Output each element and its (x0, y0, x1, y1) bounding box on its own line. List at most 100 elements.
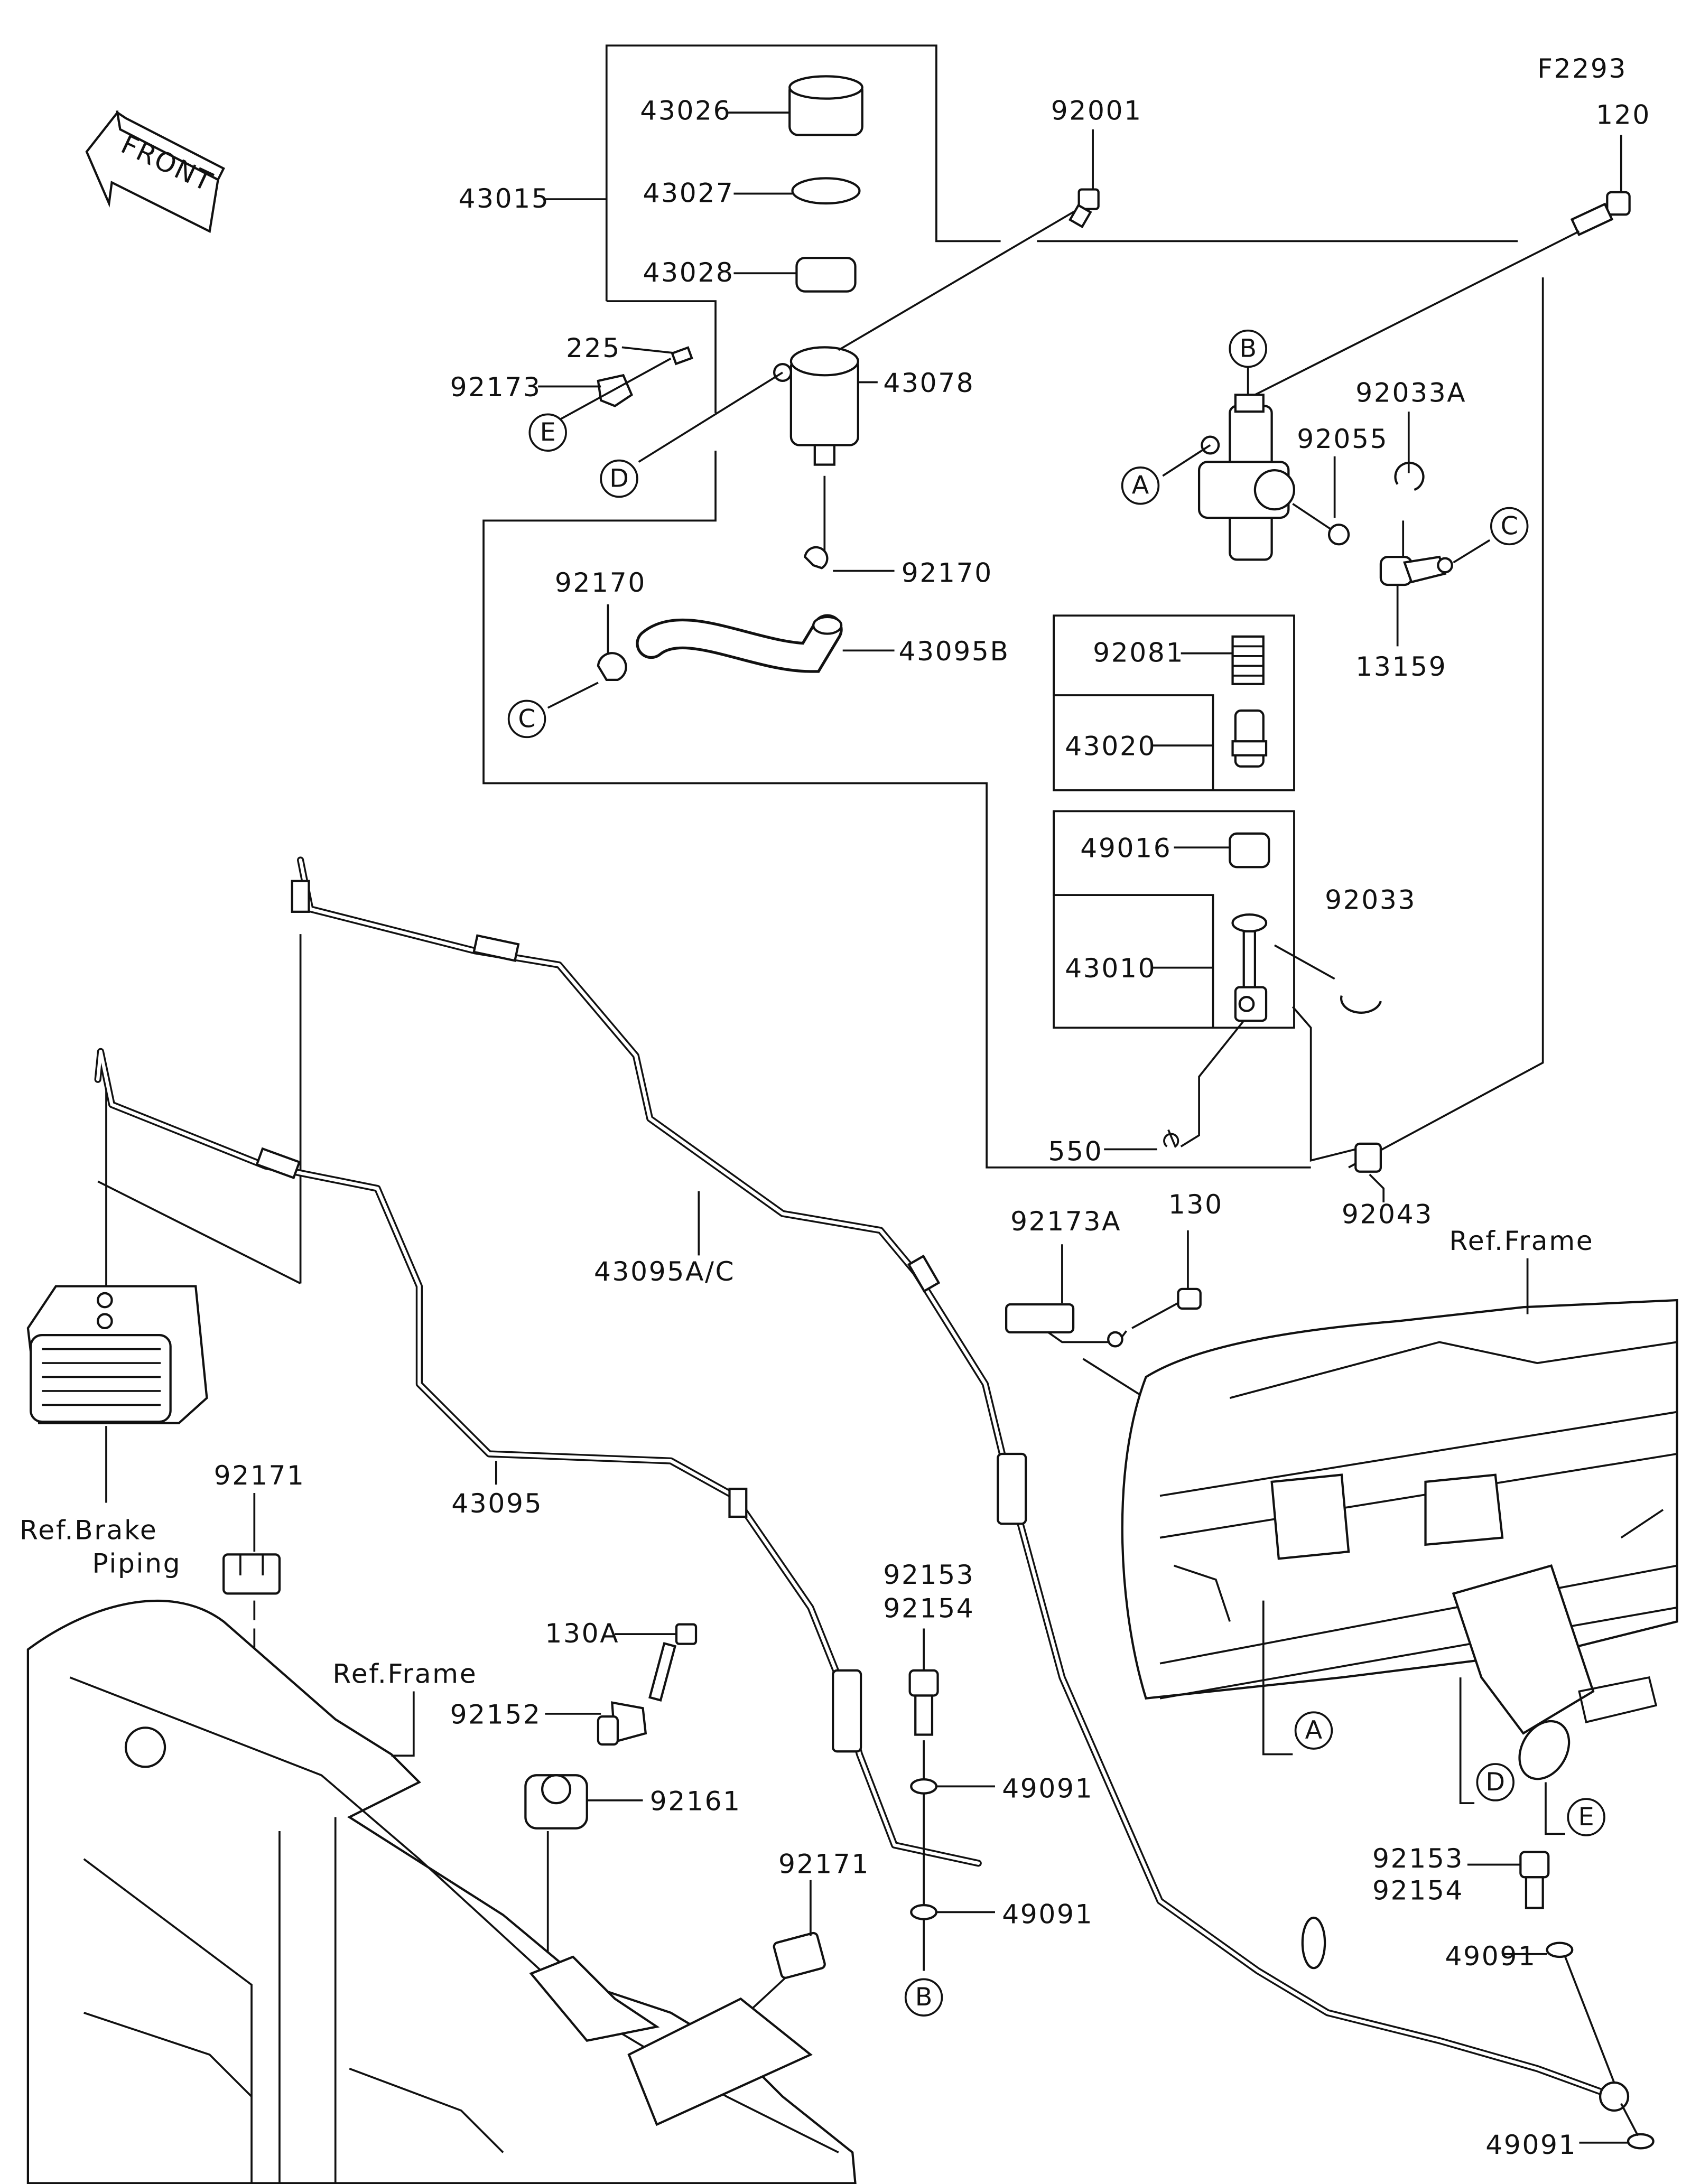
part-label-92170-center: 92170 (902, 557, 993, 589)
clip-92171-left (222, 1553, 281, 1595)
connector-marker-C-left: C (507, 699, 546, 739)
connector-marker-A-frame: A (1294, 1711, 1333, 1750)
part-label-92153-right: 92153 (1372, 1843, 1464, 1874)
circlip-92033A (1394, 461, 1425, 491)
connector-marker-B-top: B (1229, 329, 1267, 368)
part-label-49091-upper: 49091 (1002, 1773, 1093, 1804)
part-label-92043: 92043 (1342, 1199, 1433, 1230)
diaphragm-plate (791, 177, 861, 205)
part-label-92154-center: 92154 (883, 1592, 974, 1623)
brake-pipe-43095AC (291, 856, 1630, 2112)
part-label-43095AC: 43095A/C (594, 1256, 735, 1287)
part-label-43028: 43028 (643, 257, 735, 288)
svg-text:E: E (1578, 1803, 1594, 1832)
bolt-92001 (1069, 188, 1100, 229)
bolt-130A (648, 1623, 698, 1702)
bolt-130 (1177, 1287, 1202, 1310)
part-label-92033A: 92033A (1355, 377, 1466, 408)
bracket-92173A (1005, 1303, 1128, 1348)
svg-text:E: E (540, 418, 556, 447)
part-label-92055: 92055 (1297, 423, 1388, 454)
pin-92043 (1354, 1142, 1382, 1173)
part-label-43020: 43020 (1065, 731, 1156, 762)
connector-marker-B-bottom: B (904, 1978, 943, 2017)
connector-marker-E-frame: E (1567, 1798, 1605, 1836)
diagram-code: F2293 (1537, 53, 1627, 84)
part-label-13159: 13159 (1355, 651, 1447, 682)
part-label-49016: 49016 (1080, 833, 1172, 864)
part-label-92171-right: 92171 (778, 1848, 870, 1879)
part-label-92173: 92173 (450, 371, 542, 403)
part-label-92152: 92152 (450, 1698, 542, 1730)
part-label-130: 130 (1168, 1189, 1223, 1220)
reservoir-tank (773, 346, 859, 466)
part-label-92081: 92081 (1093, 637, 1184, 668)
collar-92152 (597, 1701, 647, 1746)
ref-brake-piping-line2: Piping (92, 1548, 182, 1579)
svg-text:A: A (1305, 1716, 1323, 1745)
connector-marker-E-top: E (528, 413, 567, 452)
connector-marker-C-right: C (1490, 507, 1529, 546)
svg-text:A: A (1132, 471, 1149, 500)
svg-text:C: C (1501, 511, 1518, 540)
part-label-43095B: 43095B (898, 636, 1009, 667)
part-label-120: 120 (1596, 99, 1651, 130)
boot-49016 (1229, 832, 1270, 869)
hose-43095B (636, 614, 843, 673)
part-label-92033: 92033 (1325, 884, 1416, 916)
part-label-43027: 43027 (643, 177, 735, 208)
screw-225 (671, 346, 693, 366)
part-label-92001: 92001 (1051, 95, 1142, 126)
ref-brake-piping-line1: Ref.Brake (20, 1514, 157, 1545)
ref-frame-right: Ref.Frame (1449, 1225, 1594, 1256)
svg-text:B: B (915, 1983, 933, 2012)
o-ring-92055 (1327, 524, 1350, 546)
connector-marker-A-top: A (1121, 466, 1160, 505)
banjo-bolt-92153-center (908, 1669, 939, 1736)
frame-right (1121, 1299, 1678, 1780)
part-label-43010: 43010 (1065, 953, 1156, 984)
diaphragm (795, 257, 857, 293)
part-label-92161: 92161 (650, 1785, 741, 1816)
part-label-92171-left: 92171 (214, 1460, 305, 1491)
washer-49091-b (910, 1904, 938, 1920)
joint-13159 (1379, 555, 1453, 586)
svg-text:C: C (518, 704, 535, 733)
cotter-pin-550 (1163, 1129, 1179, 1149)
frame-left (26, 1600, 857, 2184)
circlip-92033 (1340, 995, 1382, 1014)
part-label-92173A: 92173A (1010, 1206, 1121, 1237)
part-label-49091-lower: 49091 (1002, 1899, 1093, 1930)
svg-text:B: B (1239, 334, 1257, 363)
spring-92081 (1231, 635, 1265, 685)
piston-43020 (1231, 709, 1268, 768)
front-arrow-icon: FRONT (85, 110, 225, 234)
part-label-49091-right-lower: 49091 (1485, 2129, 1577, 2160)
connector-marker-D-frame: D (1476, 1763, 1515, 1802)
bolt-120 (1570, 191, 1631, 236)
part-label-130A: 130A (545, 1618, 619, 1649)
part-label-92170-left: 92170 (555, 567, 646, 598)
banjo-bolt-92153-right (1519, 1851, 1550, 1909)
washer-49091-a (910, 1778, 938, 1795)
svg-text:D: D (609, 464, 629, 493)
part-label-43078: 43078 (883, 367, 974, 398)
part-label-92154-right: 92154 (1372, 1875, 1464, 1906)
clamp-92170-top (804, 546, 829, 570)
part-label-43015: 43015 (458, 183, 550, 214)
clamp-92173 (597, 374, 634, 407)
washer-49091-c (1546, 1942, 1574, 1958)
part-label-550: 550 (1048, 1136, 1103, 1167)
brake-pipe-43095 (94, 1048, 982, 1867)
assembly-outline (482, 44, 1544, 1169)
svg-text:D: D (1485, 1768, 1505, 1797)
pushrod-43010 (1231, 913, 1268, 1022)
part-label-43026: 43026 (640, 95, 731, 126)
washer-49091-d (1627, 2133, 1655, 2150)
part-label-43095: 43095 (451, 1488, 543, 1519)
part-label-49091-right-upper: 49091 (1445, 1940, 1537, 1972)
master-cylinder (1197, 394, 1296, 561)
grommet-92161 (524, 1774, 588, 1830)
